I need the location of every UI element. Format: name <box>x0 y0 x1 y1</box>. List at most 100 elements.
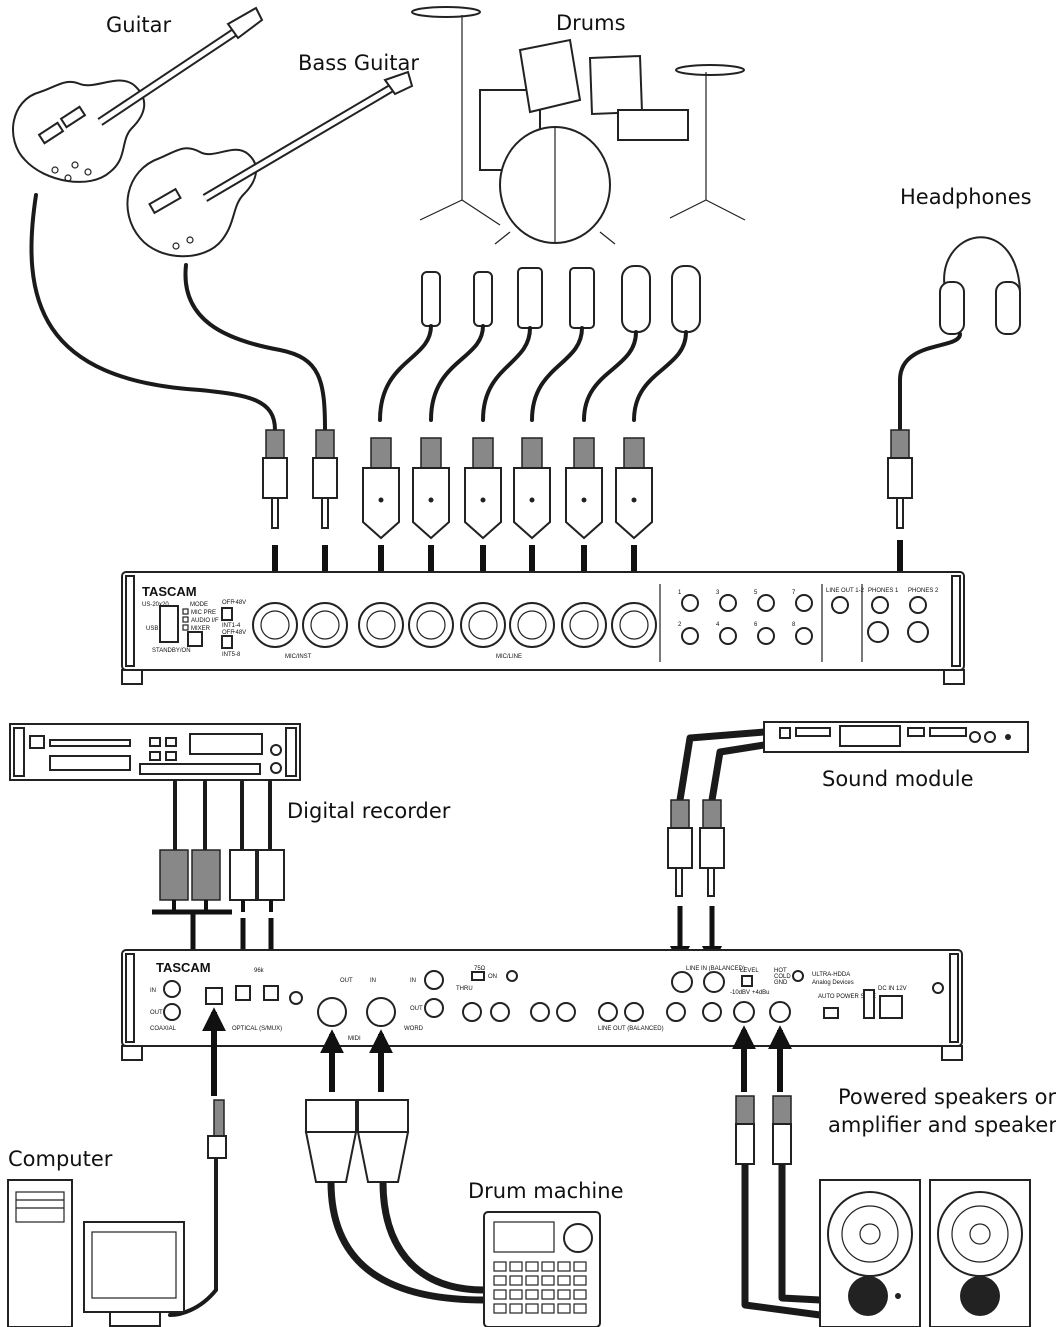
rear-panel: TASCAM IN OUT COAXIAL USB 96k OPTICAL (S… <box>121 949 963 1061</box>
line-out-jack-6[interactable] <box>598 1002 618 1022</box>
termination-label: 75Ω <box>474 966 486 972</box>
mode-button[interactable] <box>187 631 203 647</box>
midi-out-jack[interactable] <box>317 997 347 1027</box>
coaxial-label: COAXIAL <box>150 1026 177 1032</box>
level-label: LEVEL <box>740 968 759 974</box>
combo-jack-2[interactable] <box>302 602 348 648</box>
knob-number-2: 2 <box>678 622 682 628</box>
line-in-balanced-label: LINE IN (BALANCED) <box>686 966 745 972</box>
front-model: US-20x20 <box>142 602 169 608</box>
termination-switch[interactable] <box>471 971 485 981</box>
line-out-jack-3[interactable] <box>702 1002 722 1022</box>
line-out-jack-2[interactable] <box>733 1001 755 1023</box>
auto-power-save-label: AUTO POWER SAVE <box>818 994 876 1000</box>
microphone-1-icon <box>378 271 441 422</box>
front-brand: TASCAM <box>142 584 197 599</box>
phantom-on-label-b: +48V <box>232 630 246 636</box>
word-label: WORD <box>404 1026 424 1032</box>
preamp-sub-label: Analog Devices <box>812 980 854 986</box>
gain-knob-1[interactable] <box>681 594 699 612</box>
computer-icon <box>7 1099 227 1327</box>
usb-port[interactable] <box>205 987 223 1005</box>
optical-in-port[interactable] <box>235 985 251 1001</box>
bass-cable <box>183 263 327 432</box>
line-out-jack-8[interactable] <box>530 1002 550 1022</box>
line-out-knob[interactable] <box>831 596 849 614</box>
mode-audio-if: AUDIO I/F <box>191 618 219 624</box>
combo-jack-5[interactable] <box>460 602 506 648</box>
gain-knob-4[interactable] <box>719 627 737 645</box>
speaker-left-icon <box>819 1179 921 1327</box>
midi-in-label: IN <box>370 978 376 984</box>
gnd-label: GND <box>774 980 788 986</box>
mic-inst-label: MIC/INST <box>285 654 312 660</box>
coaxial-out-jack[interactable] <box>163 1003 181 1021</box>
midi-in-jack[interactable] <box>366 997 396 1027</box>
phones1-jack[interactable] <box>867 621 889 643</box>
line-out-balanced-label: LINE OUT (BALANCED) <box>598 1026 664 1032</box>
standby-label: STANDBY/ON <box>152 648 191 654</box>
knob-number-4: 4 <box>716 622 720 628</box>
gain-knob-7[interactable] <box>795 594 813 612</box>
gain-knob-8[interactable] <box>795 627 813 645</box>
line-out-jack-4[interactable] <box>666 1002 686 1022</box>
combo-jack-8[interactable] <box>611 602 657 648</box>
sound-module-cables <box>667 728 765 966</box>
phantom-switch-1-4[interactable] <box>221 607 233 621</box>
line-out-jack-5[interactable] <box>624 1002 644 1022</box>
line-out-jack-7[interactable] <box>556 1002 576 1022</box>
combo-jack-6[interactable] <box>509 602 555 648</box>
phones1-knob[interactable] <box>871 596 889 614</box>
mic-line-label: MIC/LINE <box>496 654 522 660</box>
line-out-jack-1[interactable] <box>769 1001 791 1023</box>
phones2-knob[interactable] <box>909 596 927 614</box>
digital-recorder-label: Digital recorder <box>287 799 451 823</box>
mode-title: MODE <box>190 602 208 608</box>
line-out-jack-9[interactable] <box>490 1002 510 1022</box>
microphone-4-icon <box>530 267 595 422</box>
xlr-plug-5 <box>565 437 603 540</box>
combo-jack-3[interactable] <box>358 602 404 648</box>
auto-power-save-switch[interactable] <box>823 1007 839 1019</box>
coax-out-label: OUT <box>150 1010 163 1016</box>
knob-number-3: 3 <box>716 590 720 596</box>
line-out-label: LINE OUT 1-2 <box>826 588 865 594</box>
word-in-jack[interactable] <box>424 970 444 990</box>
knob-number-7: 7 <box>792 590 796 596</box>
line-in-jack-left[interactable] <box>671 971 693 993</box>
dc-in-label: DC IN 12V <box>878 986 907 992</box>
rate-label: 96k <box>254 968 265 974</box>
phantom-off-label-b: OFF <box>222 630 234 636</box>
line-out-jack-10[interactable] <box>462 1002 482 1022</box>
bass-guitar-label: Bass Guitar <box>298 51 419 75</box>
phones2-jack[interactable] <box>907 621 929 643</box>
gain-knob-6[interactable] <box>757 627 775 645</box>
combo-jack-4[interactable] <box>408 602 454 648</box>
guitar-icon <box>12 6 264 183</box>
microphone-set <box>378 265 701 422</box>
drum-machine-icon <box>483 1211 601 1327</box>
gain-knob-3[interactable] <box>719 594 737 612</box>
gain-knob-5[interactable] <box>757 594 775 612</box>
guitar-label: Guitar <box>106 13 172 37</box>
word-out-jack[interactable] <box>424 998 444 1018</box>
rear-brand: TASCAM <box>156 960 211 975</box>
combo-jack-7[interactable] <box>561 602 607 648</box>
level-switch[interactable] <box>741 975 753 987</box>
dc-in-jack[interactable] <box>879 995 903 1019</box>
power-switch[interactable] <box>159 605 179 643</box>
gain-knob-2[interactable] <box>681 627 699 645</box>
digital-recorder-icon <box>9 723 301 781</box>
line-in-jack-right[interactable] <box>703 971 725 993</box>
optical-out-port[interactable] <box>263 985 279 1001</box>
microphone-2-icon <box>429 271 493 422</box>
level-high-label: +4dBu <box>752 990 770 996</box>
sound-module-icon <box>763 721 1029 753</box>
speaker-right-icon <box>929 1179 1031 1327</box>
combo-jack-1[interactable] <box>252 602 298 648</box>
midi-out-label: OUT <box>340 978 353 984</box>
midi-cables <box>304 1099 485 1304</box>
coaxial-in-jack[interactable] <box>163 980 181 998</box>
phantom-switch-5-8[interactable] <box>221 635 233 649</box>
